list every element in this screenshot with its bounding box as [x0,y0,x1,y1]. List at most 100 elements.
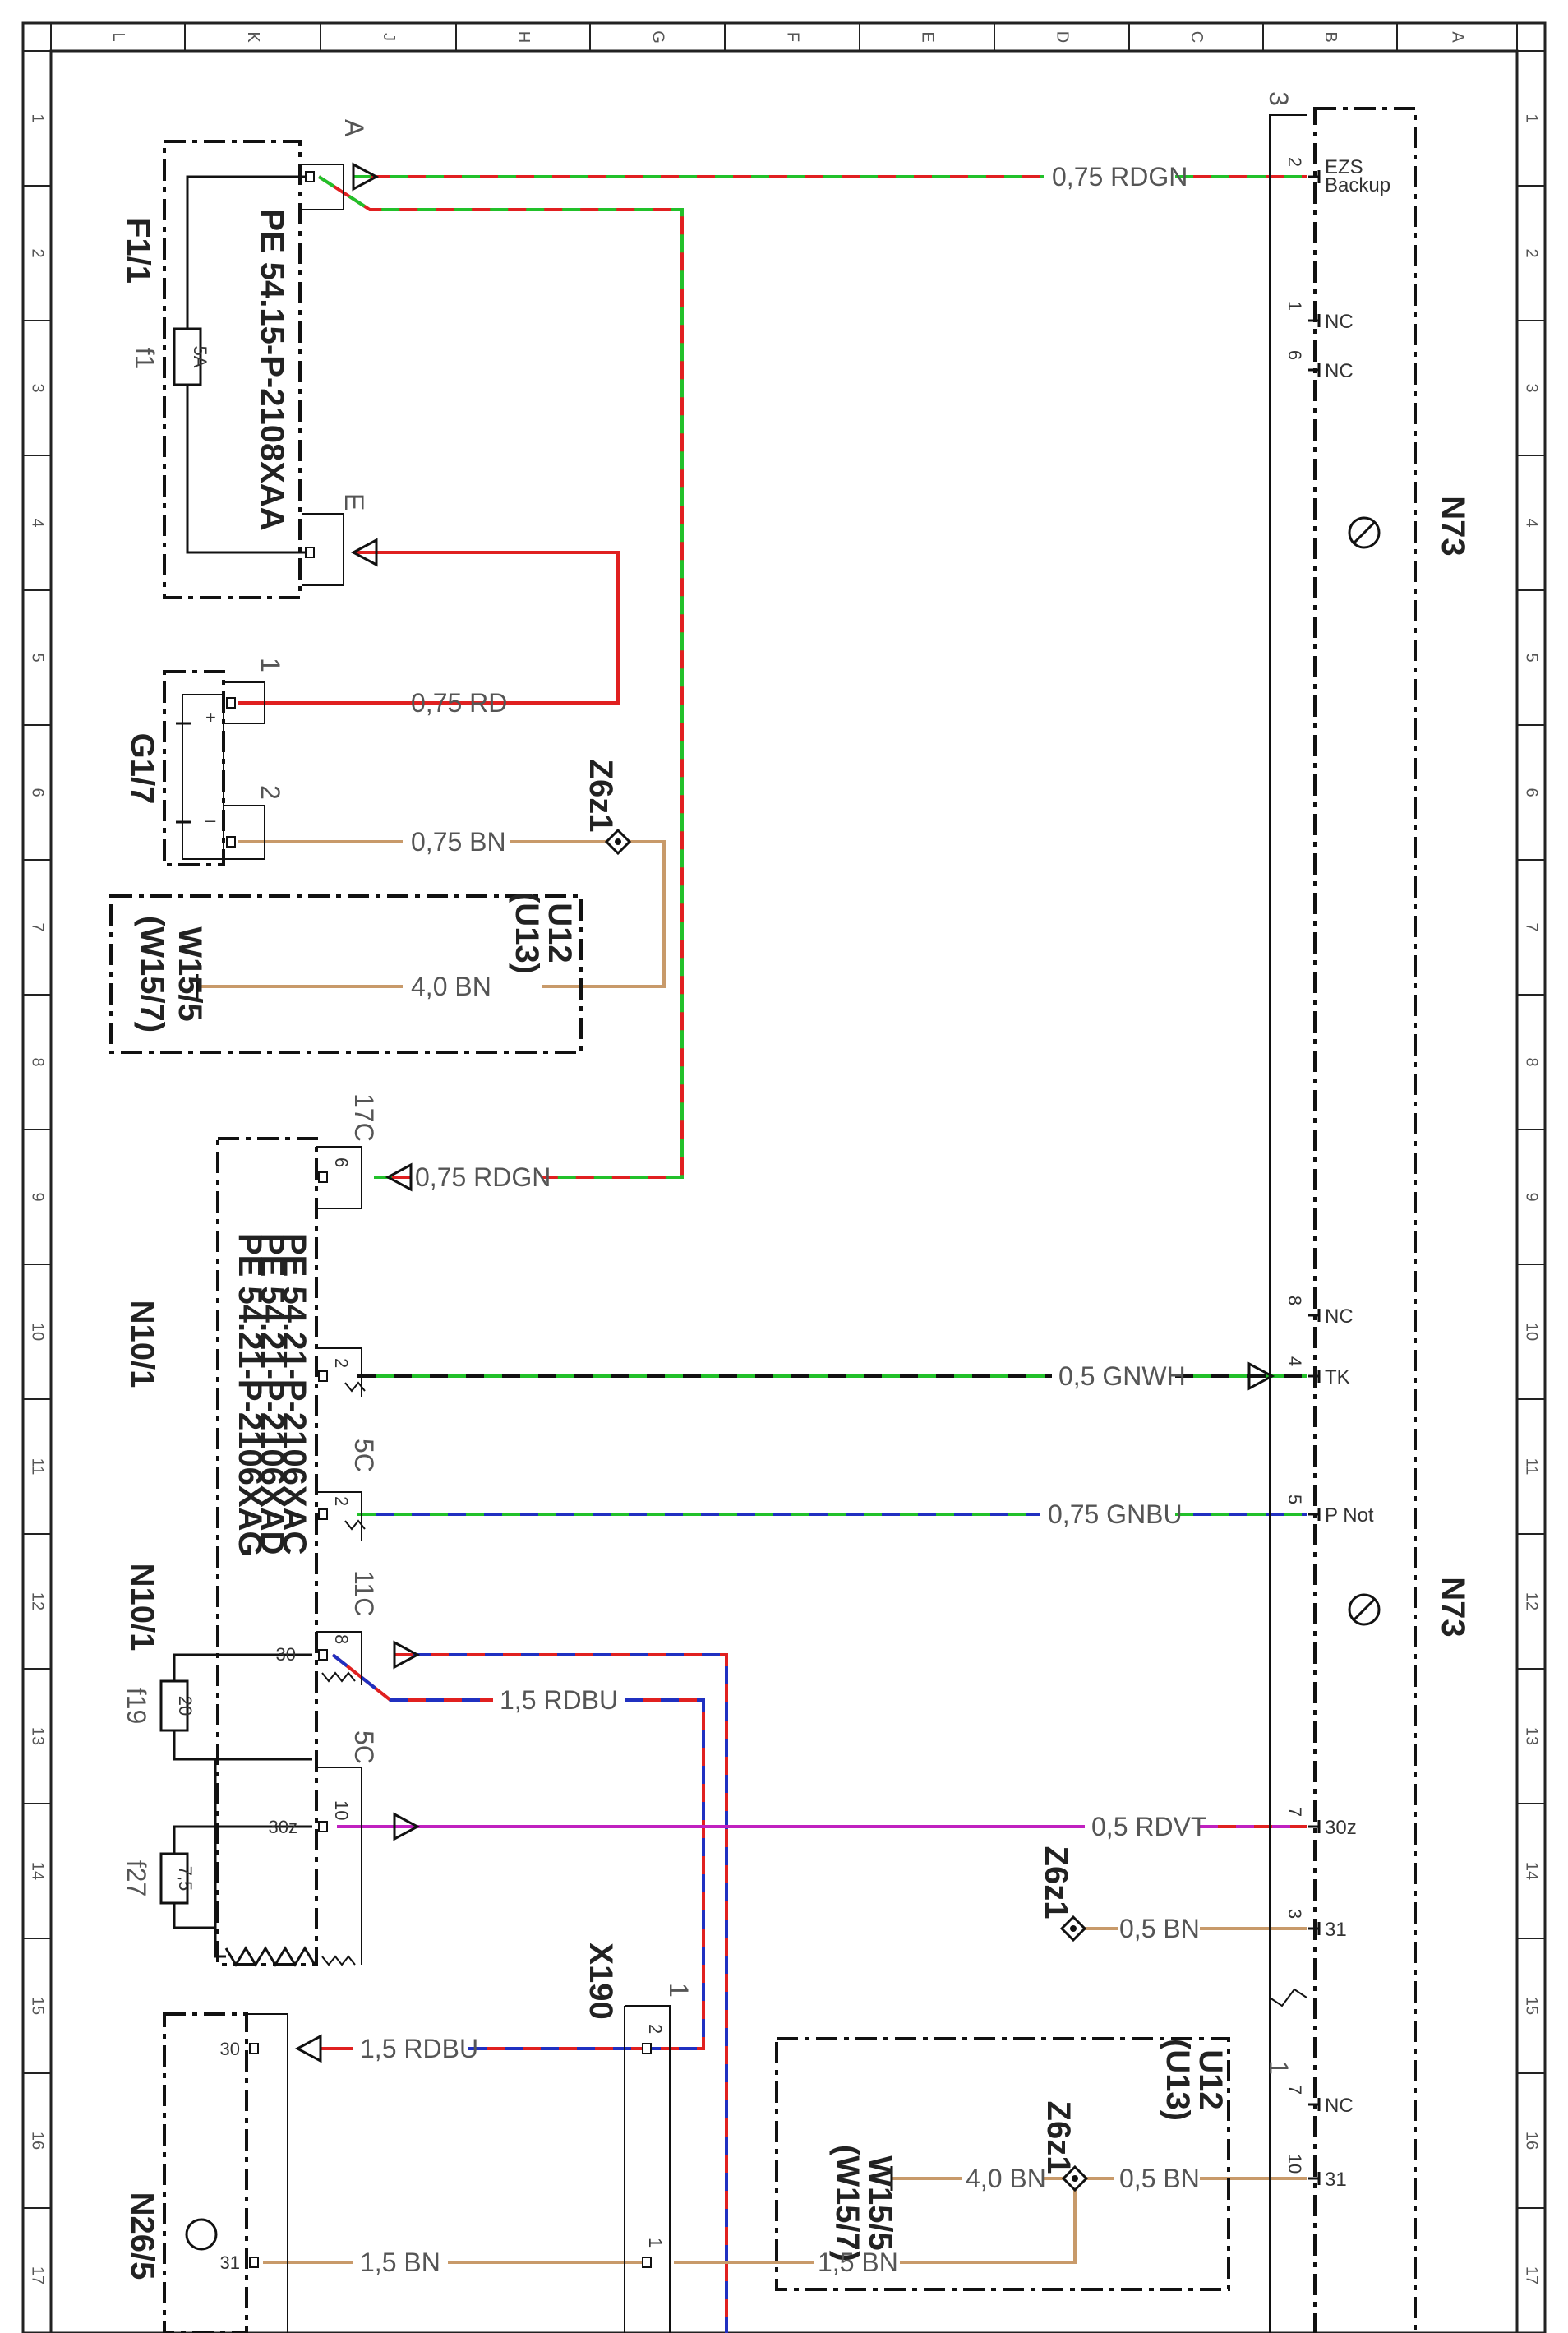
svg-text:1: 1 [664,1983,694,1998]
svg-text:f1: f1 [130,348,159,370]
wire-label: 0,5 BN [1119,1914,1200,1943]
row-label: 1 [1523,113,1541,122]
sheet-frame [21,21,1547,2333]
svg-text:(U13): (U13) [509,892,545,974]
n73-pin-label: 31 [1325,1919,1347,1941]
row-label: 15 [1523,1997,1541,2015]
n73-pin-label: P Not [1325,1504,1374,1527]
wire-label: 0,75 GNBU [1048,1499,1183,1529]
row-label: 4 [29,518,47,527]
svg-text:5A: 5A [190,346,210,368]
row-label: 16 [29,2132,47,2150]
svg-text:30z: 30z [269,1817,297,1837]
row-label: 10 [1523,1323,1541,1341]
n73-pin-number: 10 [1284,2154,1305,2174]
wire-rd [271,551,620,705]
svg-text:(W15/7): (W15/7) [829,2145,865,2261]
n73-pin: 3 31 [1284,1909,1347,1941]
row-label: 14 [29,1862,47,1880]
svg-text:E: E [339,493,369,510]
column-label: E [919,31,937,42]
svg-text:W15/5: W15/5 [862,2155,898,2251]
row-label: 7 [29,922,47,931]
column-label: F [784,32,802,42]
n73-pin-number: 1 [1284,301,1305,311]
row-label: 17 [1523,2266,1541,2284]
row-label: 5 [1523,653,1541,662]
n73-pin-label: NC [1325,1305,1354,1328]
n73-pin-label: NC [1325,360,1354,382]
row-label: 8 [29,1057,47,1066]
svg-text:1: 1 [1264,2060,1294,2075]
n73-pin-label: Backup [1325,174,1390,196]
wire-rdgn-branch [317,175,684,1179]
svg-text:(W15/7): (W15/7) [134,916,170,1033]
n73-pin: 1NC [1284,301,1354,333]
svg-text:30: 30 [220,2039,240,2059]
row-label: 2 [29,248,47,257]
n73-pin-number: 6 [1284,350,1305,360]
g1-7-label: G1/7 [124,733,160,805]
n73-pin: 6NC [1284,350,1354,382]
column-label: K [244,31,262,43]
n73-label-b: N73 [1435,1577,1471,1637]
column-label: B [1321,31,1340,42]
row-label: 3 [1523,383,1541,392]
component-x190: X190 1 2 1 [583,1943,694,2333]
row-label: 17 [29,2266,47,2284]
svg-text:Z6z1: Z6z1 [1038,1846,1074,1920]
row-label: 9 [1523,1192,1541,1201]
svg-text:3: 3 [1264,91,1294,106]
row-label: 6 [29,788,47,797]
column-label: D [1054,31,1072,43]
svg-text:2: 2 [331,1358,352,1368]
column-label: A [1449,31,1467,43]
column-label: H [514,31,533,43]
svg-text:17C: 17C [349,1093,379,1142]
n73-pin-label: 30z [1325,1817,1357,1839]
row-label: 6 [1523,788,1541,797]
transistor-icon [1348,516,1381,549]
svg-text:Z6z1: Z6z1 [583,760,619,833]
row-label: 13 [29,1727,47,1745]
svg-text:f19: f19 [122,1688,151,1724]
wire-label: 1,5 BN [360,2248,440,2277]
svg-text:5C: 5C [349,1439,379,1472]
wires [197,175,1307,2333]
n10-1-label-a: N10/1 [124,1300,160,1388]
row-label: 13 [1523,1727,1541,1745]
wire-label: 1,5 RDBU [360,2034,478,2063]
wire-label: 0,5 BN [1119,2164,1200,2193]
column-label: G [649,30,667,44]
wire-label: 0,5 GNWH [1058,1361,1186,1391]
row-label: 11 [29,1458,47,1476]
row-label: 7 [1523,922,1541,931]
wire-label: 0,75 RDGN [1052,162,1188,192]
column-label: J [380,33,398,41]
fuse-f1 [173,327,202,386]
n73-pin-number: 2 [1284,157,1305,167]
n73-pin-number: 3 [1284,1909,1305,1919]
svg-text:10: 10 [331,1800,352,1820]
n73-pin-label: NC [1325,311,1354,333]
row-label: 12 [29,1592,47,1610]
row-label: 5 [29,653,47,662]
n73-pin-number: 5 [1284,1495,1305,1504]
splice-z6z1-mid: Z6z1 [1038,1846,1087,1943]
row-label: 9 [29,1192,47,1201]
component-g1-7: + – G1/7 1 2 [124,658,285,866]
row-label: 3 [29,383,47,392]
n73-pin-label: EZS [1325,156,1363,178]
svg-text:1: 1 [645,2238,666,2248]
wire-label: 4,0 BN [411,972,491,1001]
n73-pin: 5 P Not [1284,1495,1374,1527]
f1-1-label: F1/1 [120,218,156,284]
row-label: 12 [1523,1592,1541,1610]
row-label: 15 [29,1997,47,2015]
row-label: 4 [1523,518,1541,527]
component-f1-1: 5A f1 F1/1 PE 54.15-P-2108XAA A E [120,119,380,599]
n73-label-a: N73 [1435,496,1471,556]
component-u12-bottom: W15/5 (W15/7) U12 (U13) Z6z1 [775,2037,1230,2291]
